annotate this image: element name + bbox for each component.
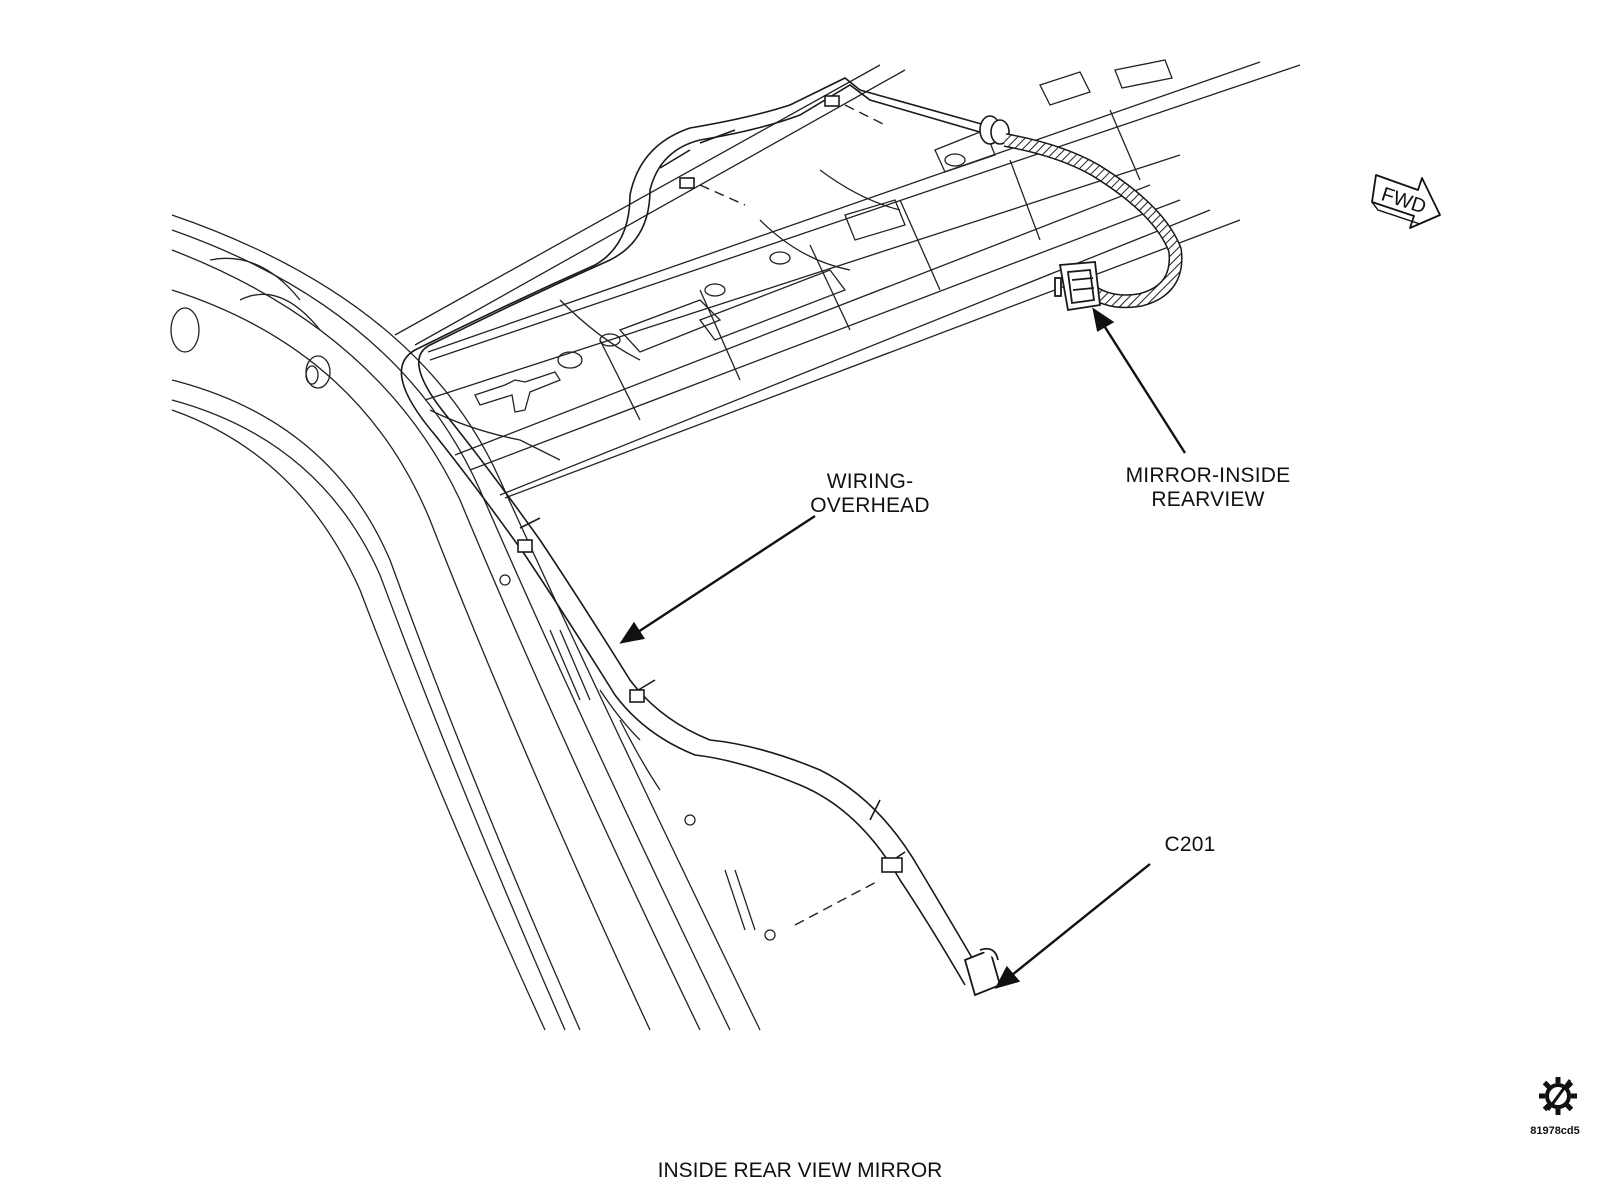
mirror-inside-rearview-label: MIRROR-INSIDE REARVIEW — [1108, 464, 1308, 512]
wiring-overhead-label: WIRING- OVERHEAD — [770, 470, 970, 518]
overhead-harness — [400, 77, 991, 986]
mirror-label-line-1: MIRROR-INSIDE — [1125, 464, 1291, 487]
roof-rail-pillar — [170, 214, 776, 1031]
gear-icon — [1539, 1077, 1577, 1115]
mounting-leader-lines — [699, 104, 886, 926]
wiring-label-line-1: WIRING- — [826, 470, 914, 493]
wiring-label-line-2: OVERHEAD — [810, 494, 930, 517]
figure-caption: INSIDE REAR VIEW MIRROR — [657, 1159, 943, 1182]
figure-id: 81978cd5 — [1530, 1125, 1580, 1137]
mirror-pigtail — [1003, 133, 1183, 309]
mirror-connector — [1054, 261, 1101, 312]
roof-header-panel — [394, 59, 1301, 499]
leader-arrows — [619, 307, 1187, 989]
harness-grommet — [979, 115, 1010, 145]
mirror-label-line-2: REARVIEW — [1151, 488, 1265, 511]
c201-label: C201 — [1164, 833, 1216, 856]
forward-arrow-icon: FWD — [1371, 174, 1441, 229]
